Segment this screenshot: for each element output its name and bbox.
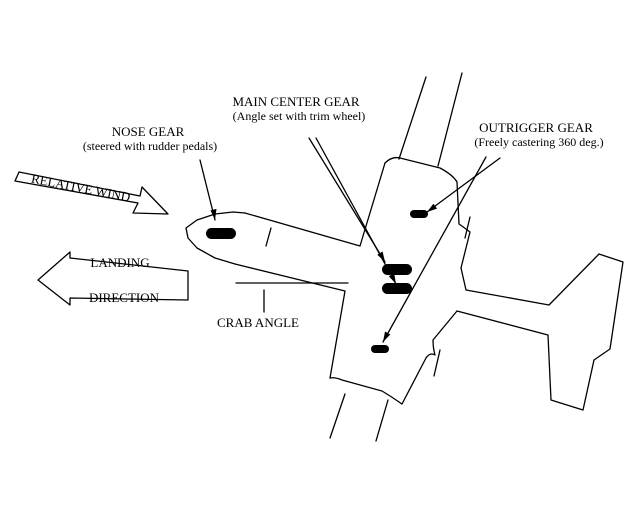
callout-lines	[199, 137, 501, 343]
nose-outline	[185, 211, 246, 265]
wing-lines	[329, 72, 463, 442]
outrigger-gear-title: OUTRIGGER GEAR	[479, 120, 593, 135]
landing-label: LANDING	[90, 255, 149, 270]
nose-gear	[206, 228, 236, 239]
lower-wing	[329, 310, 458, 405]
outrigger-gear-upper	[410, 210, 428, 218]
relative-wind-arrow: RELATIVE WIND	[14, 171, 169, 215]
outrigger-gear-lower	[371, 345, 389, 353]
gear-labels: NOSE GEAR (steered with rudder pedals) M…	[83, 94, 604, 330]
landing-direction-arrow: LANDING DIRECTION	[37, 251, 189, 306]
relative-wind-label: RELATIVE WIND	[30, 171, 132, 205]
fuselage-upper-edge	[244, 162, 386, 247]
main-gear-lower	[382, 283, 412, 294]
fuselage-lower-edge	[234, 263, 346, 379]
nose-gear-title: NOSE GEAR	[112, 124, 185, 139]
outrigger-gear-note: (Freely castering 360 deg.)	[474, 135, 603, 149]
crab-angle-marker	[235, 227, 349, 313]
landing-gear	[206, 210, 428, 353]
main-gear-title: MAIN CENTER GEAR	[232, 94, 359, 109]
crab-angle-label: CRAB ANGLE	[217, 315, 299, 330]
nose-gear-note: (steered with rudder pedals)	[83, 139, 217, 153]
main-gear-note: (Angle set with trim wheel)	[233, 109, 366, 123]
tail-section	[456, 253, 624, 411]
outrigger-struts	[433, 216, 471, 377]
callout-arrowheads	[210, 203, 438, 342]
direction-label: DIRECTION	[89, 290, 160, 305]
aircraft-outline	[185, 156, 624, 411]
upper-wing	[384, 156, 471, 269]
